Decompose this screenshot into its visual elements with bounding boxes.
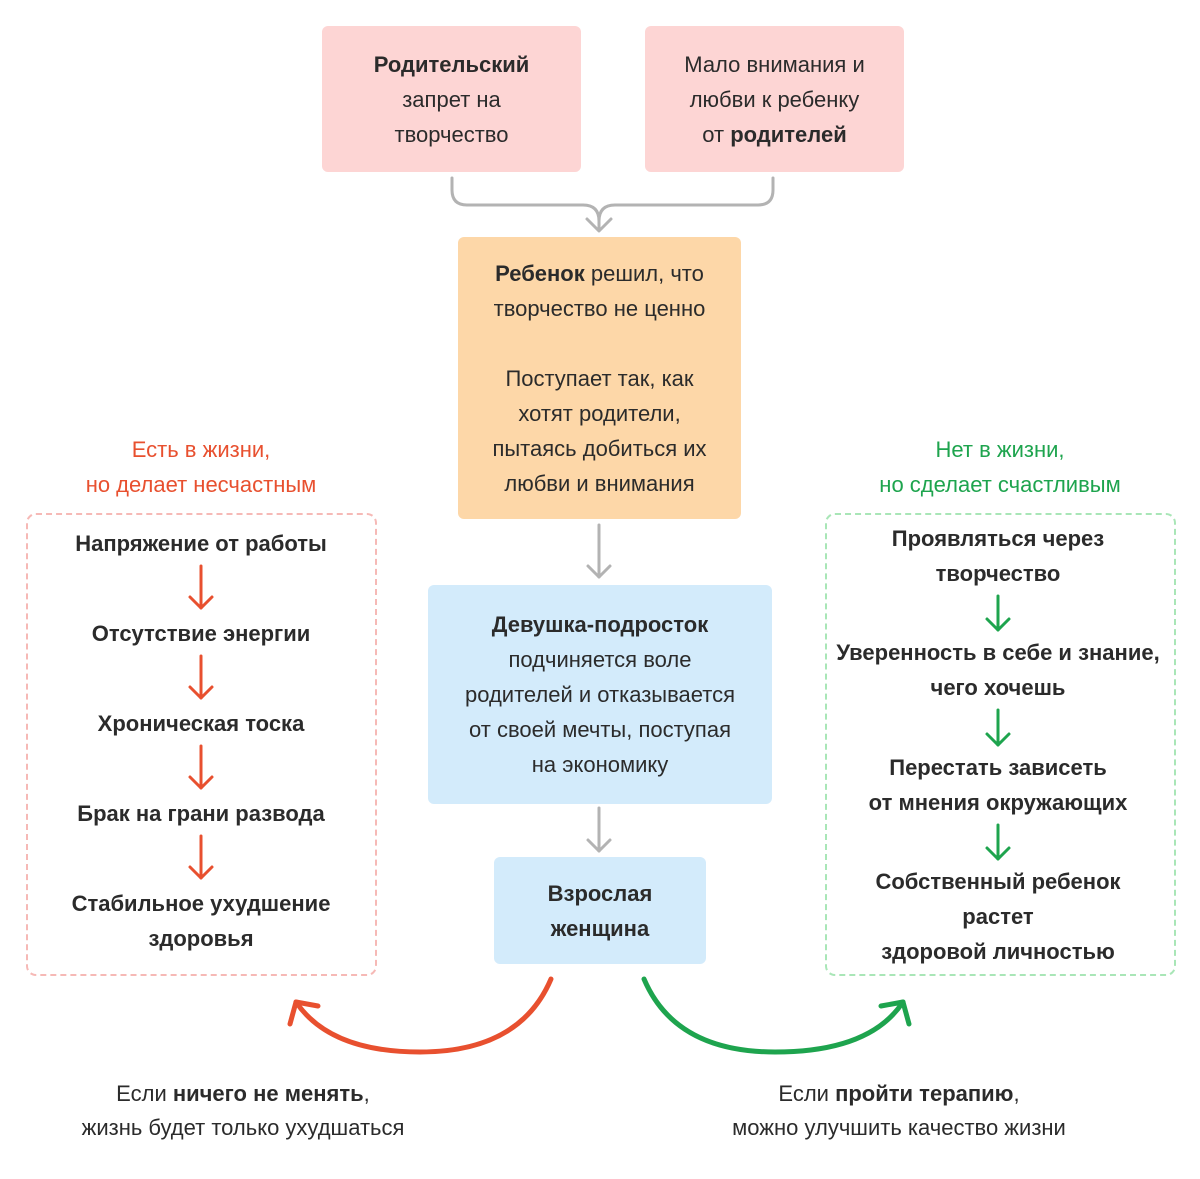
left-caption-prefix: Если bbox=[116, 1081, 173, 1106]
right-caption-suffix: , bbox=[1013, 1081, 1020, 1106]
left-caption-line-2: жизнь будет только ухудшаться bbox=[81, 1115, 405, 1140]
right-step-4-line-1: Собственный ребенок bbox=[875, 869, 1121, 894]
right-outcome-caption: Если пройти терапию, можно улучшить каче… bbox=[732, 1077, 1066, 1145]
right-caption-line-2: можно улучшить качество жизни bbox=[732, 1115, 1066, 1140]
right-step-healthy-child: Собственный ребенок растет здоровой личн… bbox=[875, 864, 1120, 969]
parental-ban-box: Родительский запрет на творчество bbox=[322, 26, 581, 172]
child-to-teen-arrow bbox=[586, 523, 612, 579]
parental-ban-title: Родительский bbox=[373, 51, 530, 77]
child-decision-line-6: любви и внимания bbox=[504, 470, 695, 496]
right-step-3-line-2: от мнения окружающих bbox=[868, 790, 1128, 815]
left-step-health-line-1: Стабильное ухудшение bbox=[71, 891, 331, 916]
left-step-arrows bbox=[188, 564, 214, 880]
teen-girl-line-3: родителей и отказывается bbox=[464, 682, 736, 707]
right-step-2-line-1: Уверенность в себе и знание, bbox=[836, 640, 1160, 665]
left-outcome-caption: Если ничего не менять, жизнь будет тольк… bbox=[82, 1077, 405, 1145]
merge-arrow bbox=[450, 176, 775, 233]
child-decision-line-3: Поступает так, как bbox=[505, 365, 694, 391]
left-step-health-decline: Стабильное ухудшение здоровья bbox=[72, 886, 331, 956]
little-attention-bold: родителей bbox=[730, 121, 847, 147]
left-step-health-line-2: здоровья bbox=[148, 926, 254, 951]
little-attention-box: Мало внимания и любви к ребенку от родит… bbox=[645, 26, 904, 172]
child-decision-box: Ребенок решил, что творчество не ценно П… bbox=[458, 237, 741, 519]
parental-ban-line-3: творчество bbox=[394, 121, 509, 147]
left-panel-heading: Есть в жизни, но делает несчастным bbox=[0, 432, 402, 502]
adult-woman-box: Взрослая женщина bbox=[494, 857, 706, 964]
left-caption-suffix: , bbox=[363, 1081, 370, 1106]
left-step-marriage-crisis: Брак на грани развода bbox=[77, 801, 325, 826]
left-heading-line-2: но делает несчастным bbox=[85, 472, 317, 497]
worsen-curve-arrow bbox=[287, 976, 554, 1055]
adult-woman-line-1: Взрослая bbox=[547, 880, 653, 906]
left-step-work-stress: Напряжение от работы bbox=[75, 531, 327, 556]
right-step-confidence: Уверенность в себе и знание, чего хочешь bbox=[836, 635, 1159, 705]
right-heading-line-2: но сделает счастливым bbox=[879, 472, 1121, 497]
left-caption-bold: ничего не менять bbox=[172, 1081, 364, 1106]
parental-ban-line-2: запрет на bbox=[402, 86, 501, 112]
right-caption-bold: пройти терапию bbox=[835, 1081, 1014, 1106]
right-step-independence: Перестать зависеть от мнения окружающих bbox=[869, 750, 1128, 820]
little-attention-line-3-prefix: от bbox=[702, 121, 731, 147]
right-step-arrows bbox=[985, 594, 1011, 861]
right-step-2-line-2: чего хочешь bbox=[930, 675, 1066, 700]
improve-curve-arrow bbox=[641, 976, 912, 1055]
teen-to-adult-arrow bbox=[586, 806, 612, 853]
teen-girl-line-4: от своей мечты, поступая bbox=[469, 717, 731, 742]
adult-woman-line-2: женщина bbox=[550, 915, 650, 941]
right-step-express-creativity: Проявляться через творчество bbox=[892, 521, 1104, 591]
child-decision-bold: Ребенок bbox=[495, 260, 585, 286]
teen-girl-line-2: подчиняется воле bbox=[508, 647, 692, 672]
right-step-3-line-1: Перестать зависеть bbox=[889, 755, 1107, 780]
teen-girl-title: Девушка-подросток bbox=[491, 612, 709, 637]
right-panel-heading: Нет в жизни, но сделает счастливым bbox=[800, 432, 1200, 502]
right-step-4-line-2: растет bbox=[962, 904, 1034, 929]
right-benefits-panel bbox=[825, 513, 1176, 976]
child-decision-line-2: творчество не ценно bbox=[493, 295, 706, 321]
child-decision-line-1-rest: решил, что bbox=[584, 260, 704, 286]
teen-girl-line-5: на экономику bbox=[531, 752, 669, 777]
right-step-1-line-2: творчество bbox=[935, 561, 1061, 586]
right-caption-prefix: Если bbox=[778, 1081, 836, 1106]
left-consequences-panel bbox=[26, 513, 377, 976]
left-step-no-energy: Отсутствие энергии bbox=[91, 621, 311, 646]
child-decision-line-5: пытаясь добиться их bbox=[492, 435, 707, 461]
left-heading-line-1: Есть в жизни, bbox=[131, 437, 271, 462]
child-decision-line-4: хотят родители, bbox=[518, 400, 681, 426]
left-step-chronic-sadness: Хроническая тоска bbox=[97, 711, 305, 736]
little-attention-line-1: Мало внимания и bbox=[684, 51, 865, 77]
little-attention-line-2: любви к ребенку bbox=[689, 86, 860, 112]
right-step-4-line-3: здоровой личностью bbox=[881, 939, 1115, 964]
right-step-1-line-1: Проявляться через bbox=[891, 526, 1105, 551]
teen-girl-box: Девушка-подросток подчиняется воле родит… bbox=[428, 585, 772, 804]
right-heading-line-1: Нет в жизни, bbox=[935, 437, 1065, 462]
